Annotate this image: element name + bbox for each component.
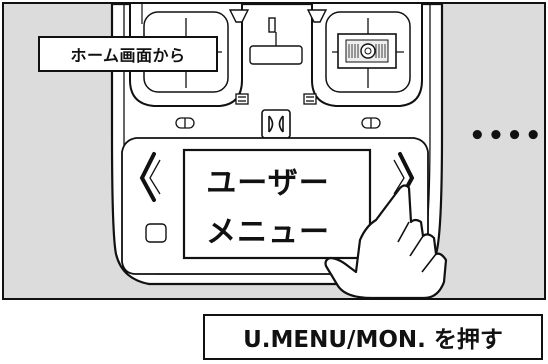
right-stick-gimbal (311, 4, 423, 107)
instruction-label: U.MENU/MON. を押す (203, 314, 543, 360)
screen-text-menu: メニュー (206, 215, 330, 250)
screen-panel (121, 137, 429, 275)
center-button (261, 109, 291, 139)
pointing-hand-icon (324, 184, 448, 298)
transmitter-illustration (110, 4, 448, 298)
more-indicator: ••••• (469, 121, 544, 151)
screen-text-user: ユーザー (206, 166, 330, 201)
illustration-frame: ホーム画面から ユーザー メニュー ••••• (2, 2, 546, 300)
home-screen-callout: ホーム画面から (38, 36, 218, 72)
trim-buttons (175, 93, 381, 129)
top-switches (228, 9, 328, 65)
